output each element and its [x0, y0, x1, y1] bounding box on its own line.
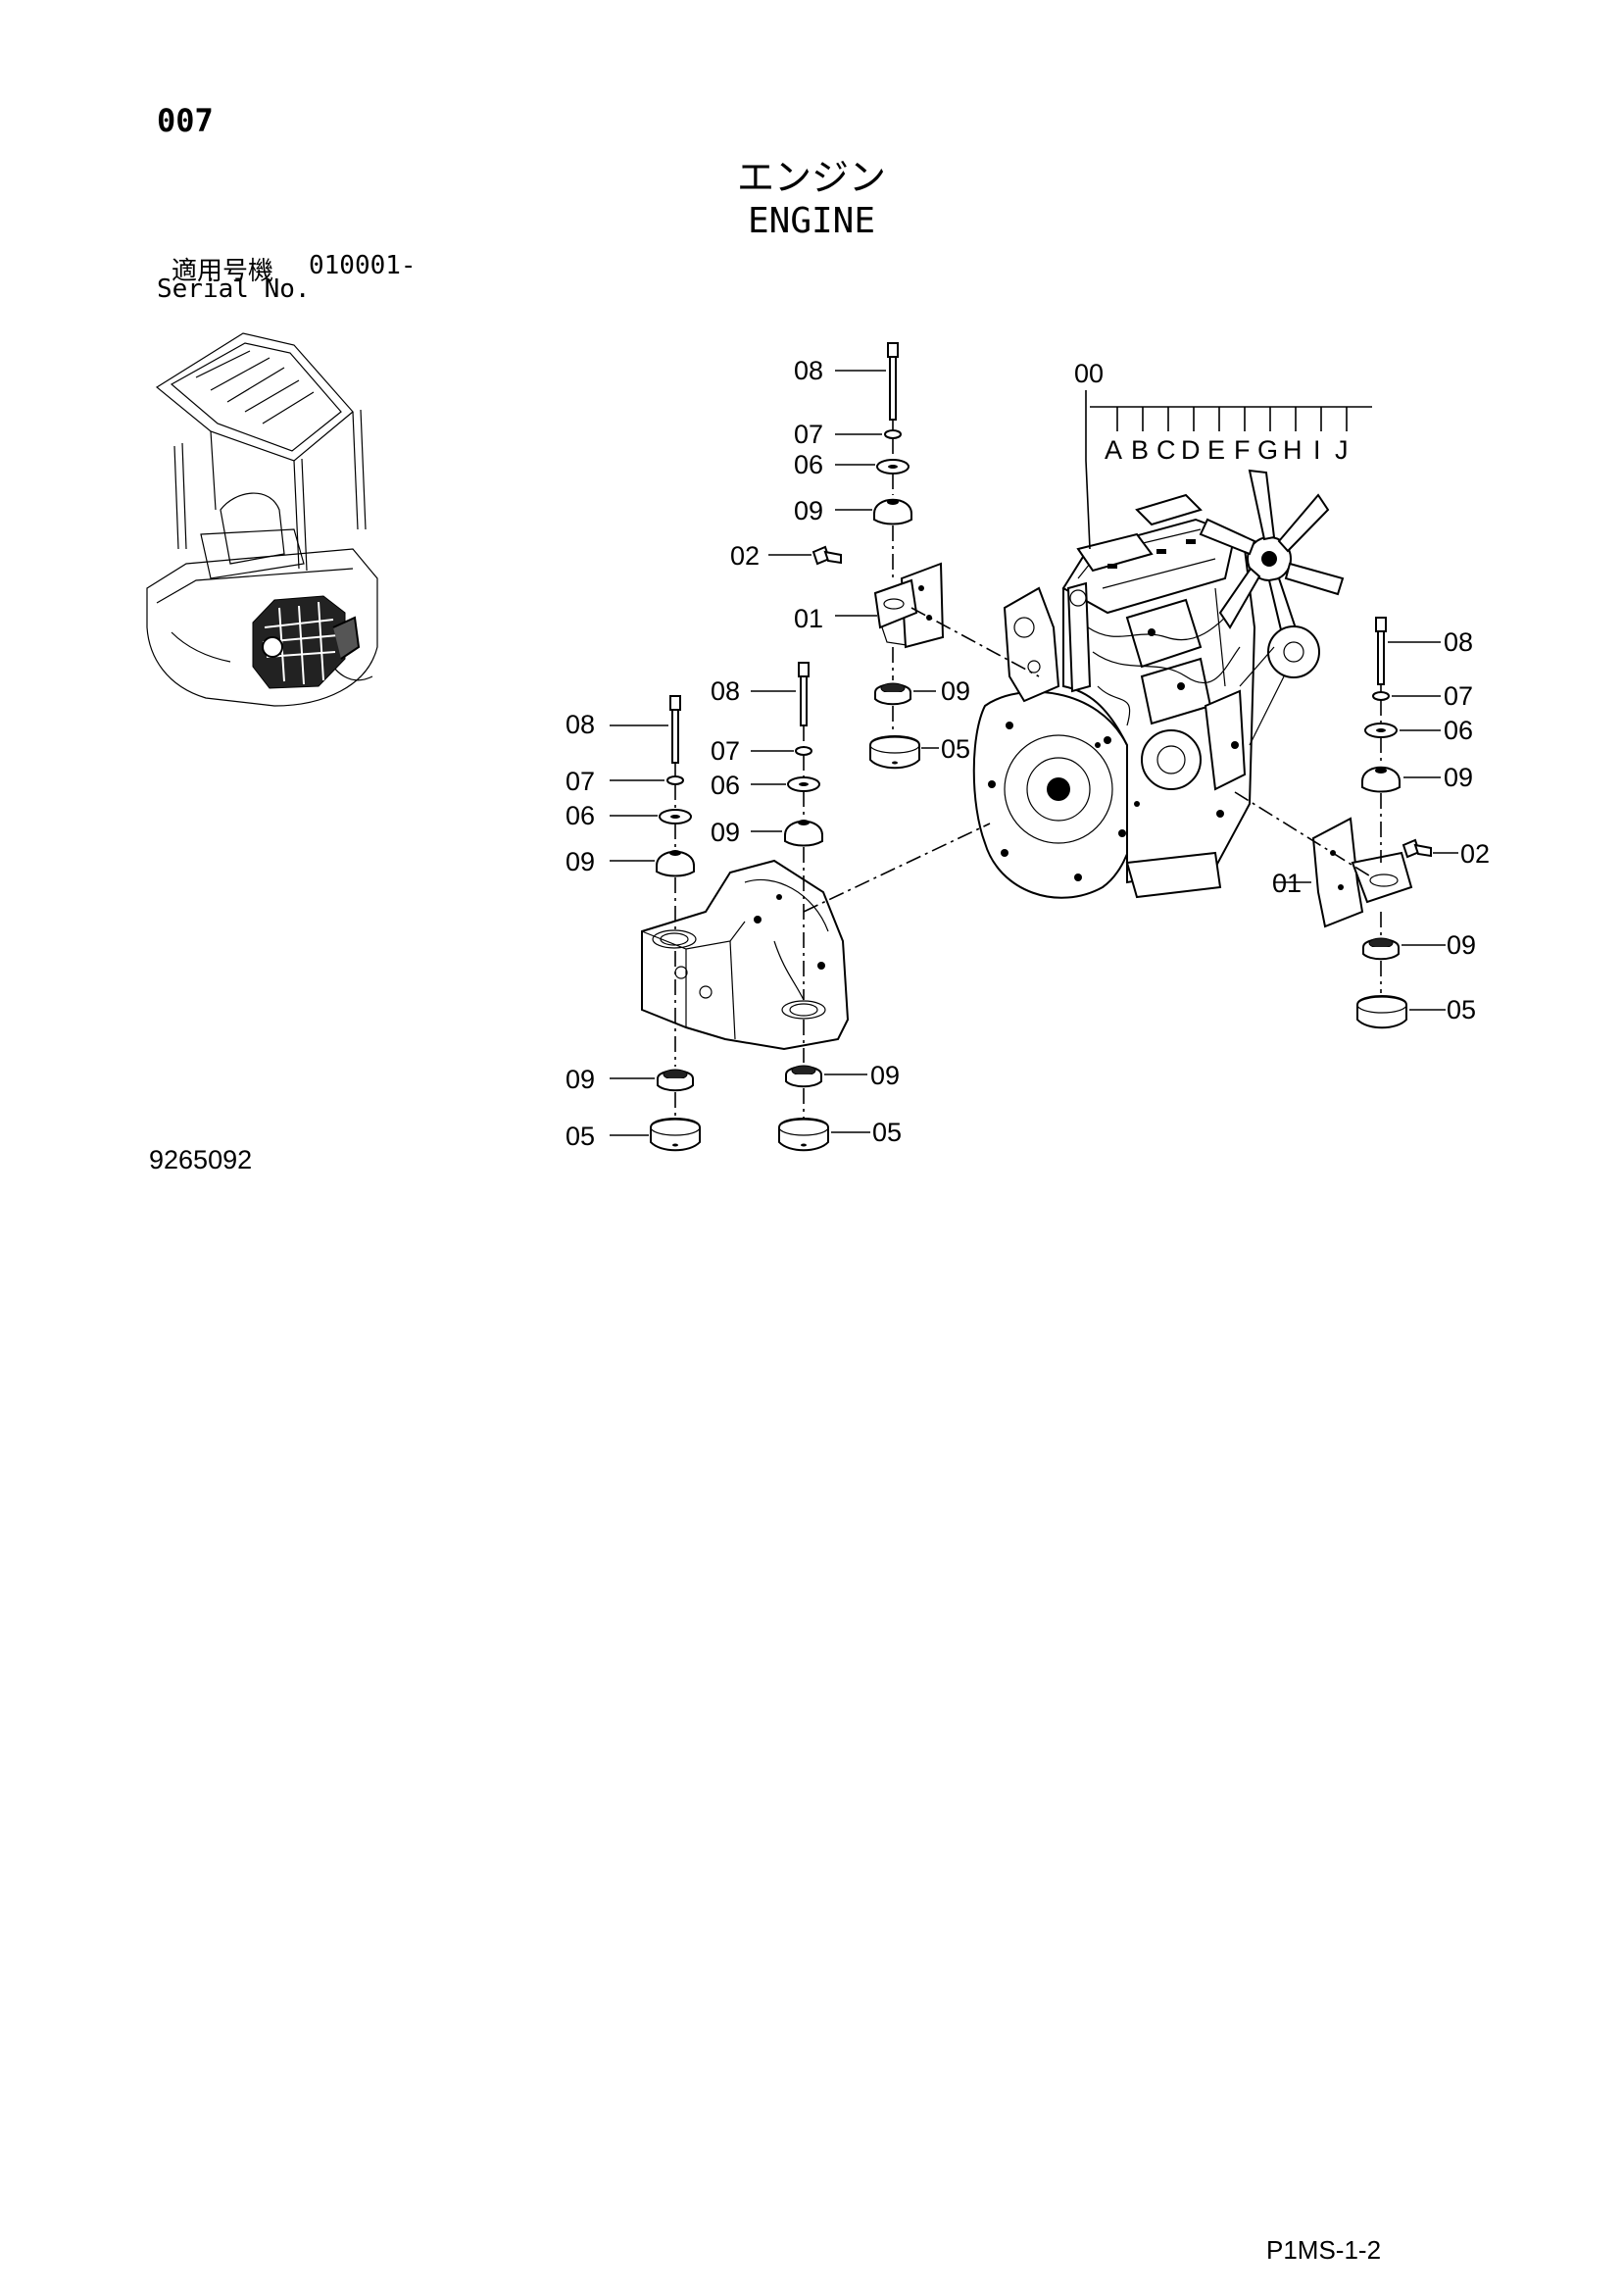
callout-left2-07: 07	[711, 736, 740, 766]
callout-top-06: 06	[794, 450, 823, 479]
page-title: ENGINE	[747, 201, 876, 241]
callout-top-01: 01	[794, 604, 823, 633]
serial-label-japanese: 適用号機	[172, 257, 274, 286]
machine-overview-illustration	[146, 332, 378, 707]
drawing-code: 9265092	[149, 1145, 253, 1174]
callout-top-09b: 09	[941, 676, 970, 706]
sub-letter-a: A	[1105, 435, 1122, 465]
sub-letter-j: J	[1335, 435, 1349, 465]
callout-left2-05: 05	[872, 1118, 902, 1147]
callout-left1-09a: 09	[566, 847, 595, 876]
page-reference: P1MS-1-2	[1266, 2235, 1382, 2265]
callout-left1-05: 05	[566, 1122, 595, 1151]
callout-right-08: 08	[1444, 627, 1473, 657]
callout-left1-08: 08	[566, 710, 595, 739]
assembly-callout: 00 A B C D E F G H I J	[1074, 359, 1372, 550]
serial-label: Serial No.	[157, 275, 311, 304]
sub-letter-g: G	[1257, 435, 1278, 465]
callout-left2-09b: 09	[870, 1061, 900, 1090]
sub-letter-f: F	[1234, 435, 1251, 465]
page-number: 007	[157, 102, 214, 139]
callout-right-09b: 09	[1447, 930, 1476, 960]
cooling-fan	[1199, 469, 1345, 644]
sub-letter-h: H	[1283, 435, 1303, 465]
callout-left1-07: 07	[566, 767, 595, 796]
callout-left2-06: 06	[711, 771, 740, 800]
callout-left2-08: 08	[711, 676, 740, 706]
mount-stack-left-1: 08 07 06 09 09 05	[566, 695, 701, 1152]
sub-letter-d: D	[1181, 435, 1201, 465]
callout-right-01: 01	[1272, 869, 1302, 898]
page-title-japanese: エンジン	[736, 156, 886, 199]
callout-top-02: 02	[730, 541, 760, 571]
callout-right-02: 02	[1460, 839, 1490, 869]
callout-top-05: 05	[941, 734, 970, 764]
mount-stack-left-2: 08 07 06 09 09 05	[711, 662, 902, 1152]
callout-right-05: 05	[1447, 995, 1476, 1024]
mount-stack-right: 08 07 06 09 02 01 09 05	[1234, 617, 1490, 1029]
serial-number-value: 010001-	[309, 251, 417, 280]
engine-assembly	[972, 469, 1345, 899]
callout-00: 00	[1074, 359, 1104, 388]
callout-right-06: 06	[1444, 716, 1473, 745]
callout-left1-06: 06	[566, 801, 595, 830]
sub-letter-e: E	[1207, 435, 1225, 465]
front-mount-bracket	[641, 823, 991, 1051]
sub-letter-c: C	[1156, 435, 1176, 465]
callout-left1-09b: 09	[566, 1065, 595, 1094]
callout-top-09a: 09	[794, 496, 823, 525]
callout-right-07: 07	[1444, 681, 1473, 711]
mount-stack-top: 08 07 06 09 02 01 09	[730, 342, 1040, 770]
sub-letter-b: B	[1131, 435, 1149, 465]
callout-right-09a: 09	[1444, 763, 1473, 792]
callout-top-08: 08	[794, 356, 823, 385]
sub-letter-i: I	[1313, 435, 1321, 465]
callout-top-07: 07	[794, 420, 823, 449]
callout-left2-09a: 09	[711, 818, 740, 847]
